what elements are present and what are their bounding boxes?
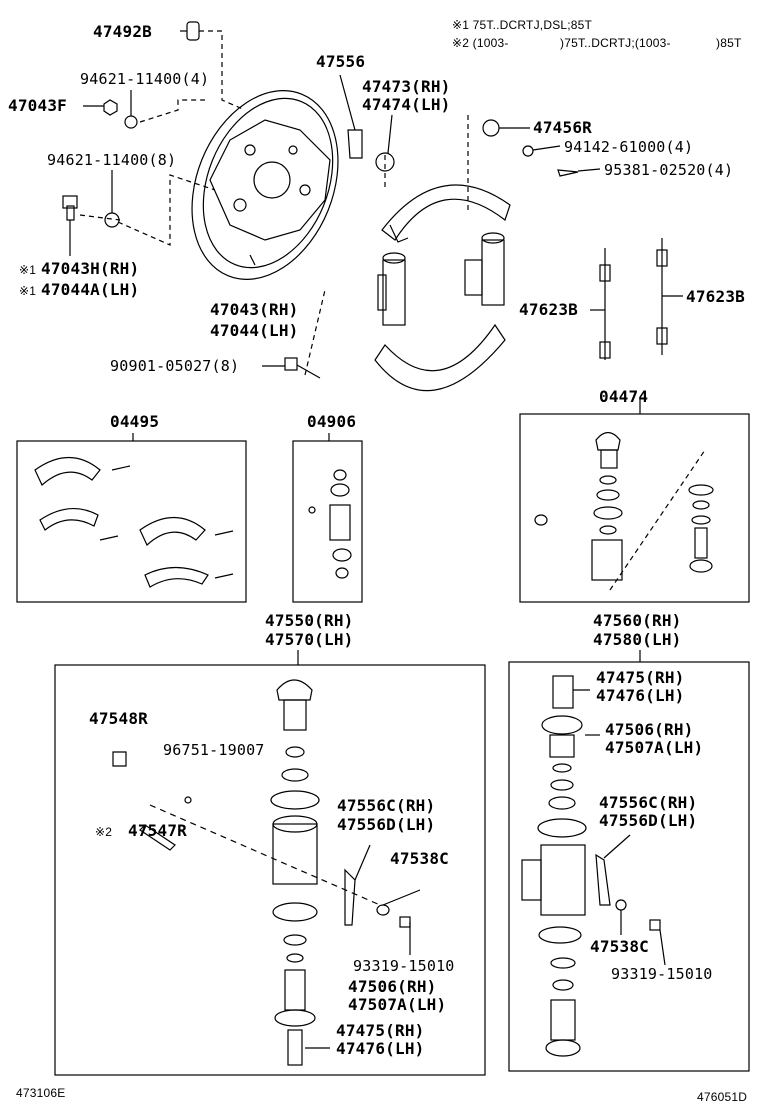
label-47556: 47556 [316,52,366,71]
label-47492B: 47492B [93,22,152,41]
label-47623B-right: 47623B [686,287,745,306]
kit-04495-parts [34,457,234,588]
label-47473: 47473(RH) [362,77,451,96]
label-94621-11400-4: 94621-11400(4) [80,70,210,88]
label-47476-right: 47476(LH) [596,686,685,705]
nut-47043F [83,99,118,116]
label-47456R: 47456R [533,118,592,137]
label-47475-left: 47475(RH) [336,1021,425,1040]
assembly-box-right [508,661,750,1072]
label-47538C-left: 47538C [390,849,449,868]
label-93319-15010-left: 93319-15010 [353,957,455,975]
diagram-code-left: 473106E [16,1086,66,1100]
label-47556C-left: 47556C(RH) [337,796,436,815]
note-1: ※1 75T..DCRTJ,DSL;85T [452,18,593,32]
label-94142-61000: 94142-61000(4) [564,138,694,156]
label-47538C-right: 47538C [590,937,649,956]
cap-47456R [482,119,530,137]
label-47507A-left: 47507A(LH) [348,995,447,1014]
kit-box-04906 [292,440,363,603]
label-47623B-left: 47623B [519,300,578,319]
label-47570: 47570(LH) [265,630,354,649]
right-assembly-parts [521,675,666,1057]
bolt-47492B [180,21,200,41]
kit-box-04495 [16,440,247,603]
kit-04906-parts [308,469,352,579]
label-47556D-left: 47556D(LH) [337,815,436,834]
label-47548R: 47548R [89,709,148,728]
note-2-b: )75T..DCRTJ;(1003- [560,36,671,50]
label-kit-04906: 04906 [307,412,357,431]
brake-shoe-upper [381,184,511,243]
label-94621-11400-8: 94621-11400(8) [47,151,177,169]
mark-2: ※2 [95,825,113,839]
wheel-cylinder-left [377,252,406,326]
label-47506-left: 47506(RH) [348,977,437,996]
label-kit-04495: 04495 [110,412,160,431]
label-47556C-right: 47556C(RH) [599,793,698,812]
kit-box-04474 [519,413,750,603]
kit-04474-parts [534,431,714,591]
label-47474: 47474(LH) [362,95,451,114]
label-47550: 47550(RH) [265,611,354,630]
spring-47623B-right [656,238,683,355]
backing-plate-drawing [191,90,339,280]
mark-1-a: ※1 [19,263,37,277]
note-2-a: ※2 (1003- [452,36,509,50]
leader-dashes-top [79,30,469,376]
label-47475-right: 47475(RH) [596,668,685,687]
label-90901-05027: 90901-05027(8) [110,357,240,375]
label-47556D-right: 47556D(LH) [599,811,698,830]
anchor-47556 [339,74,363,159]
spring-47623B-left [590,248,611,360]
washer-47473 [375,114,395,172]
bolt-47043H [62,195,78,256]
label-47043F: 47043F [8,96,67,115]
note-2-c: )85T [716,36,742,50]
label-47547R: 47547R [128,821,187,840]
wheel-cylinder-right [464,232,505,306]
leader-lines [132,254,641,665]
washer-94621-4 [124,90,138,129]
label-47580: 47580(LH) [593,630,682,649]
label-47507A-right: 47507A(LH) [605,738,704,757]
left-assembly-parts [112,679,421,1066]
label-47044-LH: 47044(LH) [210,321,299,340]
label-47560: 47560(RH) [593,611,682,630]
mark-1-b: ※1 [19,284,37,298]
pin-95381 [557,168,601,177]
bolt-90901 [262,357,321,379]
label-47043H: 47043H(RH) [41,259,140,278]
label-47043-RH: 47043(RH) [210,300,299,319]
label-96751-19007: 96751-19007 [163,741,265,759]
label-kit-04474: 04474 [599,387,649,406]
assembly-box-left [54,664,486,1076]
diagram-code-right: 476051D [697,1090,748,1104]
label-93319-15010-right: 93319-15010 [611,965,713,983]
label-47476-left: 47476(LH) [336,1039,425,1058]
label-47506-right: 47506(RH) [605,720,694,739]
label-95381-02520: 95381-02520(4) [604,161,734,179]
brake-shoe-lower [374,323,506,392]
nut-94142 [522,145,561,157]
label-47044A: 47044A(LH) [41,280,140,299]
